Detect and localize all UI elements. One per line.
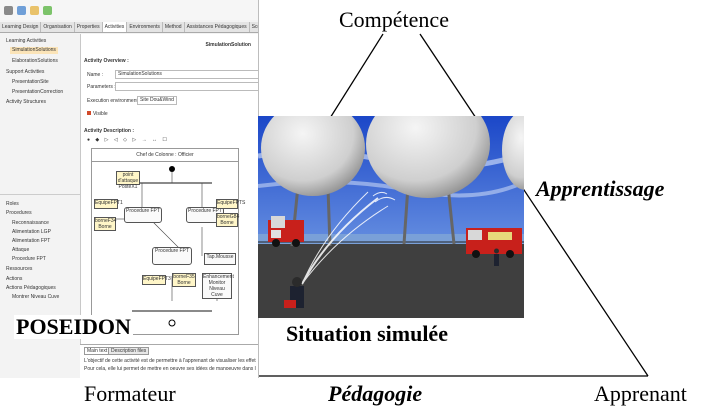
panel-title: SimulationSolution <box>205 42 251 48</box>
tree-item[interactable]: Alimentation LGP <box>12 229 51 235</box>
parameters-label: Parameters : <box>87 84 116 90</box>
checkbox-icon <box>87 111 91 115</box>
editor-tabs: Learning Design Organisation Properties … <box>0 22 258 33</box>
fire-truck <box>268 216 304 247</box>
tree-item[interactable]: Procedures <box>6 210 32 216</box>
diagram-box[interactable]: borneF35 Borne <box>172 273 196 287</box>
label-competence: Compétence <box>339 7 449 32</box>
fire-truck <box>466 228 522 258</box>
tree-item[interactable]: Roles <box>6 201 19 207</box>
tree-item[interactable]: Ressources <box>6 266 33 272</box>
diagram-box[interactable]: point d'attaque PosteX1 <box>116 171 140 190</box>
label-apprenant: Apprenant <box>594 381 687 406</box>
resource-tree: Roles Procedures Reconnaissance Alimenta… <box>0 194 80 315</box>
firefighter <box>494 248 499 266</box>
diagram-box[interactable]: borneG84 Borne <box>216 213 240 227</box>
firefighting-simulation-image <box>258 116 524 318</box>
tree-item[interactable]: PresentationSite <box>12 79 49 85</box>
tree-item[interactable]: Attaque <box>12 247 30 253</box>
tab-main-text[interactable]: Main text <box>84 347 111 355</box>
diagram-box[interactable]: EquipeFPTS <box>216 199 245 209</box>
diagram-title: Chef de Colonne : Officier <box>92 149 238 162</box>
description-heading: Activity Description : <box>84 128 135 134</box>
editor-toolbar <box>0 0 258 20</box>
water-jet <box>301 191 396 285</box>
tree-item[interactable]: Activity Structures <box>6 99 47 105</box>
diagram-box[interactable]: EquipeFPT3 <box>142 275 171 285</box>
tab-description-files[interactable]: Description files <box>108 347 150 355</box>
description-editor: Main text Description files L'objectif d… <box>80 344 258 378</box>
tab-environments[interactable]: Environments <box>127 22 163 32</box>
tree-item[interactable]: Reconnaissance <box>12 220 49 226</box>
label-situation-simulee: Situation simulée <box>286 321 448 346</box>
env-label: Execution environment : <box>87 98 141 104</box>
parameters-field[interactable] <box>115 82 258 91</box>
open-icon[interactable] <box>17 5 26 15</box>
name-field[interactable]: SimulationSolutions <box>115 70 258 79</box>
tree-item[interactable]: PresentationCorrection <box>12 89 64 95</box>
label-pedagogie: Pédagogie <box>328 381 423 406</box>
tree-item[interactable]: Montrer Niveau Cuve <box>12 294 60 300</box>
gas-storage-sphere <box>502 116 524 190</box>
description-text-line: L'objectif de cette activité est de perm… <box>84 358 256 364</box>
tree-item[interactable]: Actions Pédagogiques <box>6 285 56 291</box>
tab-assistances[interactable]: Assistances Pédagogiques <box>185 22 250 32</box>
visible-checkbox[interactable]: Visible <box>87 111 108 117</box>
tree-item[interactable]: ElaborationSolutions <box>12 58 58 64</box>
activity-flow-diagram: Chef de Colonne : Officier point d'attaq… <box>91 148 245 335</box>
save-icon[interactable] <box>4 5 13 15</box>
run-icon[interactable] <box>43 5 52 15</box>
tab-organisation[interactable]: Organisation <box>41 22 75 32</box>
tree-item[interactable]: Support Activities <box>6 69 45 75</box>
tab-scenario[interactable]: Scénario pédagogique <box>250 22 258 32</box>
tab-properties[interactable]: Properties <box>75 22 103 32</box>
tree-item-selected[interactable]: SimulationSolutions <box>10 47 58 54</box>
tab-learning-design[interactable]: Learning Design <box>0 22 42 32</box>
name-label: Name : <box>87 72 104 78</box>
triangle-right-edge <box>419 33 649 377</box>
tab-activities[interactable]: Activities <box>102 22 128 32</box>
diagram-box[interactable]: Tap.Mousse <box>204 253 236 265</box>
env-select[interactable]: Site Dou&Wind <box>137 96 177 105</box>
folder-icon[interactable] <box>30 5 39 15</box>
diagram-box[interactable]: borneF34 Borne <box>94 217 117 231</box>
learning-design-editor-screenshot: Learning Design Organisation Properties … <box>0 0 259 378</box>
label-formateur: Formateur <box>84 381 176 406</box>
label-apprentissage: Apprentissage <box>536 176 665 201</box>
drawing-tools[interactable]: ● ◆ ▷ ◁ ◇ ▷ → ↔ ☐ <box>87 137 169 143</box>
description-text-line: Pour cela, elle lui permet de mettre en … <box>84 366 256 372</box>
activity-tree: Learning Activities SimulationSolutions … <box>0 34 80 184</box>
firefighter <box>284 277 304 308</box>
tree-item[interactable]: Procedure FPT <box>12 256 46 262</box>
diagram-box[interactable]: EquipeFPT1 <box>94 199 123 209</box>
diagram-box[interactable]: Enhancement Monitor Niveau Cuve <box>202 273 234 299</box>
diagram-box[interactable]: Procedure FPT <box>152 247 192 265</box>
tool-name-label: POSEIDON <box>14 314 133 339</box>
gas-storage-sphere <box>366 116 490 245</box>
diagram-box[interactable]: Procedure FPT <box>124 207 162 223</box>
visible-label: Visible <box>93 111 108 117</box>
overview-heading: Activity Overview : <box>84 58 129 64</box>
tree-item[interactable]: Learning Activities <box>6 38 47 44</box>
tree-item[interactable]: Actions <box>6 276 23 282</box>
tree-item[interactable]: Alimentation FPT <box>12 238 51 244</box>
tab-method[interactable]: Method <box>163 22 185 32</box>
